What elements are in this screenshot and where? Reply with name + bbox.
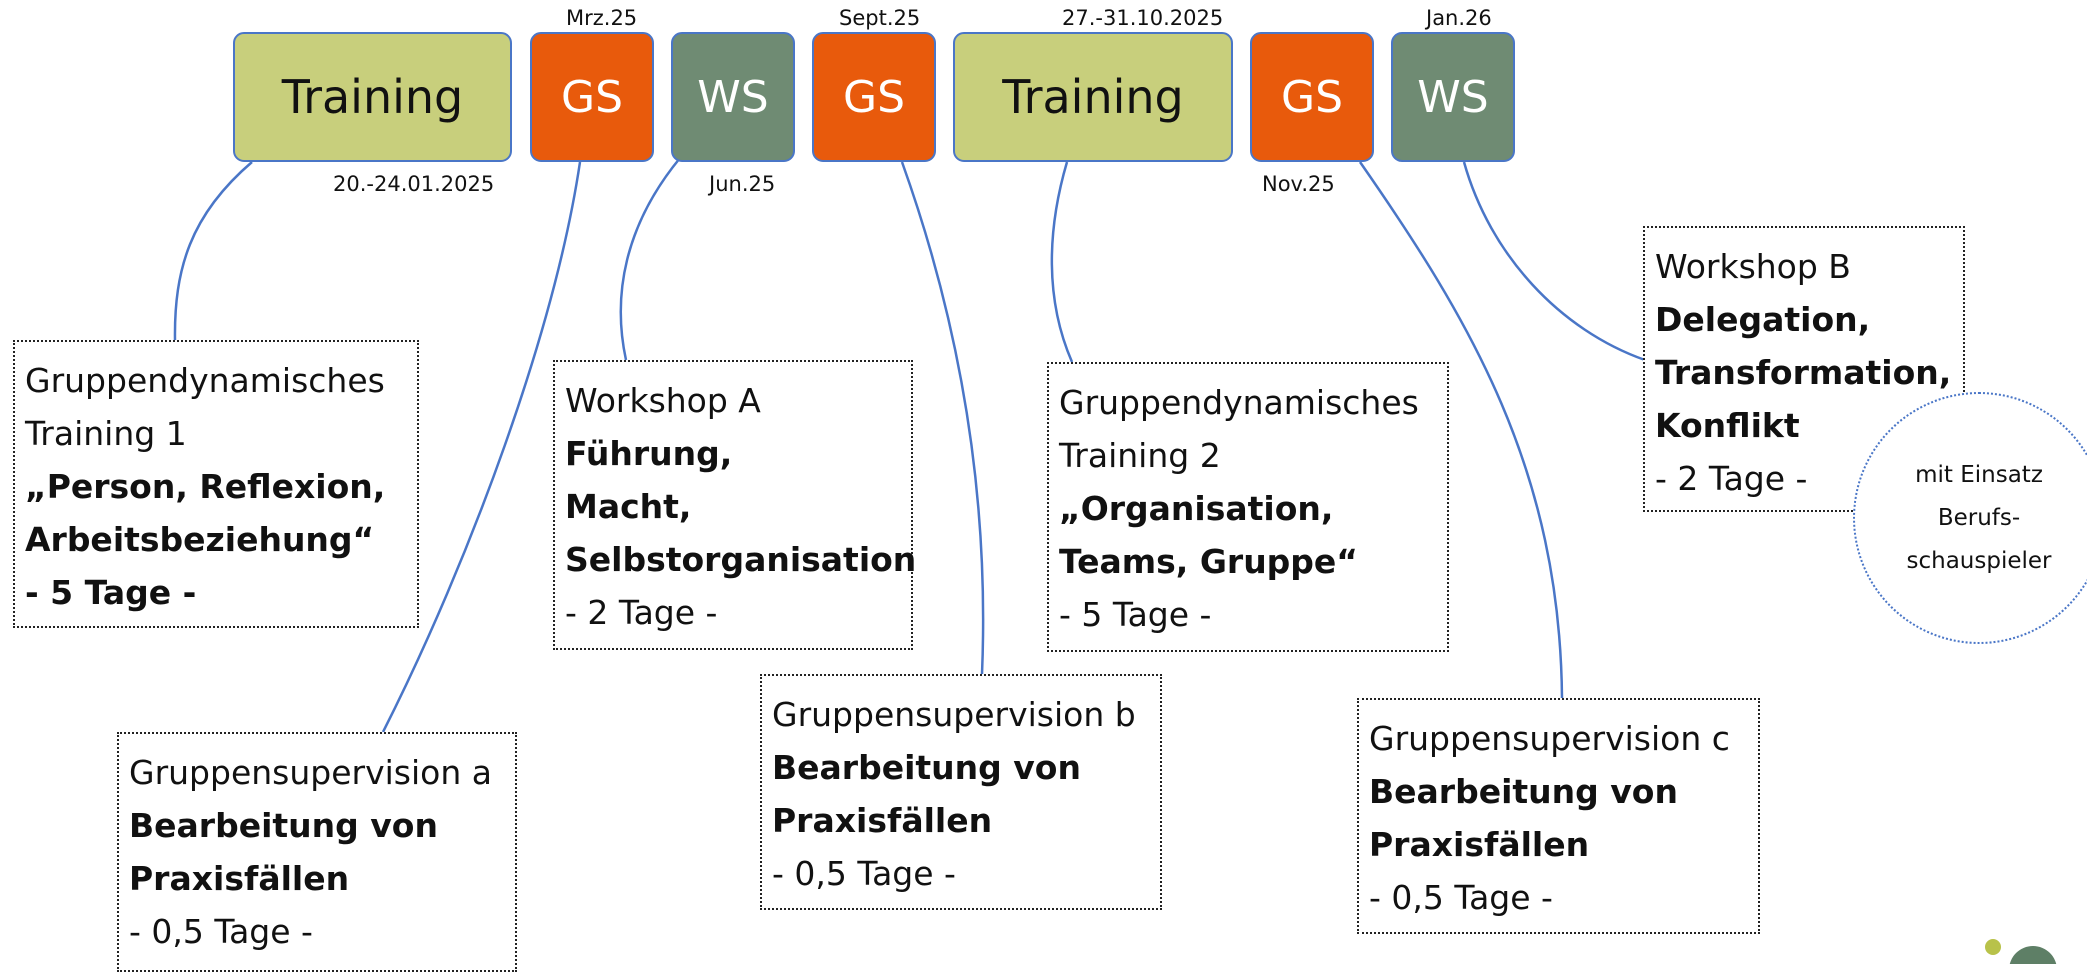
card-title: Gruppendynamisches [25, 361, 385, 400]
block-label: Training [1002, 70, 1184, 124]
date-gs-3: Nov.25 [1262, 172, 1335, 196]
card-title: Workshop A [565, 381, 761, 420]
card-duration: - 5 Tage - [25, 573, 197, 612]
card-topic: Selbstorganisation [565, 540, 917, 579]
block-label: GS [1280, 71, 1344, 123]
card-duration: - 0,5 Tage - [772, 854, 956, 893]
card-duration: - 0,5 Tage - [1369, 878, 1553, 917]
block-label: GS [560, 71, 624, 123]
card-topic: „Person, Reflexion, [25, 467, 386, 506]
card-title: Workshop B [1655, 247, 1851, 286]
connector-wsa [619, 157, 681, 361]
timeline-block-training-1: Training [233, 32, 512, 162]
timeline-block-training-2: Training [953, 32, 1233, 162]
card-duration: - 5 Tage - [1059, 595, 1212, 634]
card-duration: - 2 Tage - [1655, 459, 1808, 498]
block-label: WS [1417, 71, 1489, 123]
card-workshop-a: Workshop A Führung, Macht, Selbstorganis… [553, 360, 917, 650]
card-gruppensupervision-a: Gruppensupervision a Bearbeitung von Pra… [117, 732, 517, 972]
card-gruppensupervision-c: Gruppensupervision c Bearbeitung von Pra… [1357, 698, 1760, 934]
timeline-block-gs-3: GS [1250, 32, 1374, 162]
card-training-1: Gruppendynamisches Training 1 „Person, R… [13, 340, 419, 628]
card-subtitle: Training 2 [1059, 436, 1221, 475]
card-topic: Macht, [565, 487, 692, 526]
connector-gsb [900, 161, 985, 675]
actor-note-bubble: mit Einsatz Berufs- schauspieler [1853, 392, 2087, 644]
bubble-line: mit Einsatz [1915, 461, 2043, 488]
block-label: WS [697, 71, 769, 123]
card-topic: Führung, [565, 434, 733, 473]
timeline-block-gs-1: GS [530, 32, 654, 162]
card-topic: Delegation, [1655, 300, 1871, 339]
card-topic: Praxisfällen [772, 801, 993, 840]
logo-fragment [1985, 939, 2057, 964]
card-training-2: Gruppendynamisches Training 2 „Organisat… [1047, 362, 1449, 652]
card-title: Gruppensupervision c [1369, 719, 1730, 758]
card-topic: Bearbeitung von [772, 748, 1081, 787]
block-label: GS [842, 71, 906, 123]
block-label: Training [281, 70, 464, 124]
timeline-block-gs-2: GS [812, 32, 936, 162]
date-ws-2: Jan.26 [1426, 6, 1492, 30]
connector-gsa [381, 161, 582, 733]
card-duration: - 0,5 Tage - [129, 912, 313, 951]
connector-training1 [173, 161, 253, 341]
card-topic: „Organisation, [1059, 489, 1334, 528]
date-training-2: 27.-31.10.2025 [1062, 6, 1224, 30]
bubble-line: Berufs- [1937, 504, 2021, 531]
date-ws-1: Jun.25 [709, 172, 776, 196]
card-topic: Arbeitsbeziehung“ [25, 520, 375, 559]
card-gruppensupervision-b: Gruppensupervision b Bearbeitung von Pra… [760, 674, 1162, 910]
bubble-line: schauspieler [1906, 547, 2052, 574]
connector-gsc [1358, 161, 1564, 699]
card-subtitle: Training 1 [25, 414, 187, 453]
card-duration: - 2 Tage - [565, 593, 718, 632]
date-gs-1: Mrz.25 [566, 6, 638, 30]
connector-wsb [1462, 161, 1646, 362]
timeline-block-ws-1: WS [671, 32, 795, 162]
card-topic: Bearbeitung von [129, 806, 438, 845]
card-topic: Teams, Gruppe“ [1059, 542, 1358, 581]
date-gs-2: Sept.25 [839, 6, 921, 30]
card-topic: Konflikt [1655, 406, 1800, 445]
card-topic: Transformation, [1655, 353, 1952, 392]
date-training-1: 20.-24.01.2025 [333, 172, 495, 196]
card-topic: Praxisfällen [129, 859, 350, 898]
card-topic: Bearbeitung von [1369, 772, 1678, 811]
card-topic: Praxisfällen [1369, 825, 1590, 864]
timeline-block-ws-2: WS [1391, 32, 1515, 162]
card-title: Gruppendynamisches [1059, 383, 1419, 422]
card-title: Gruppensupervision a [129, 753, 492, 792]
connector-training2 [1050, 161, 1074, 363]
card-title: Gruppensupervision b [772, 695, 1136, 734]
